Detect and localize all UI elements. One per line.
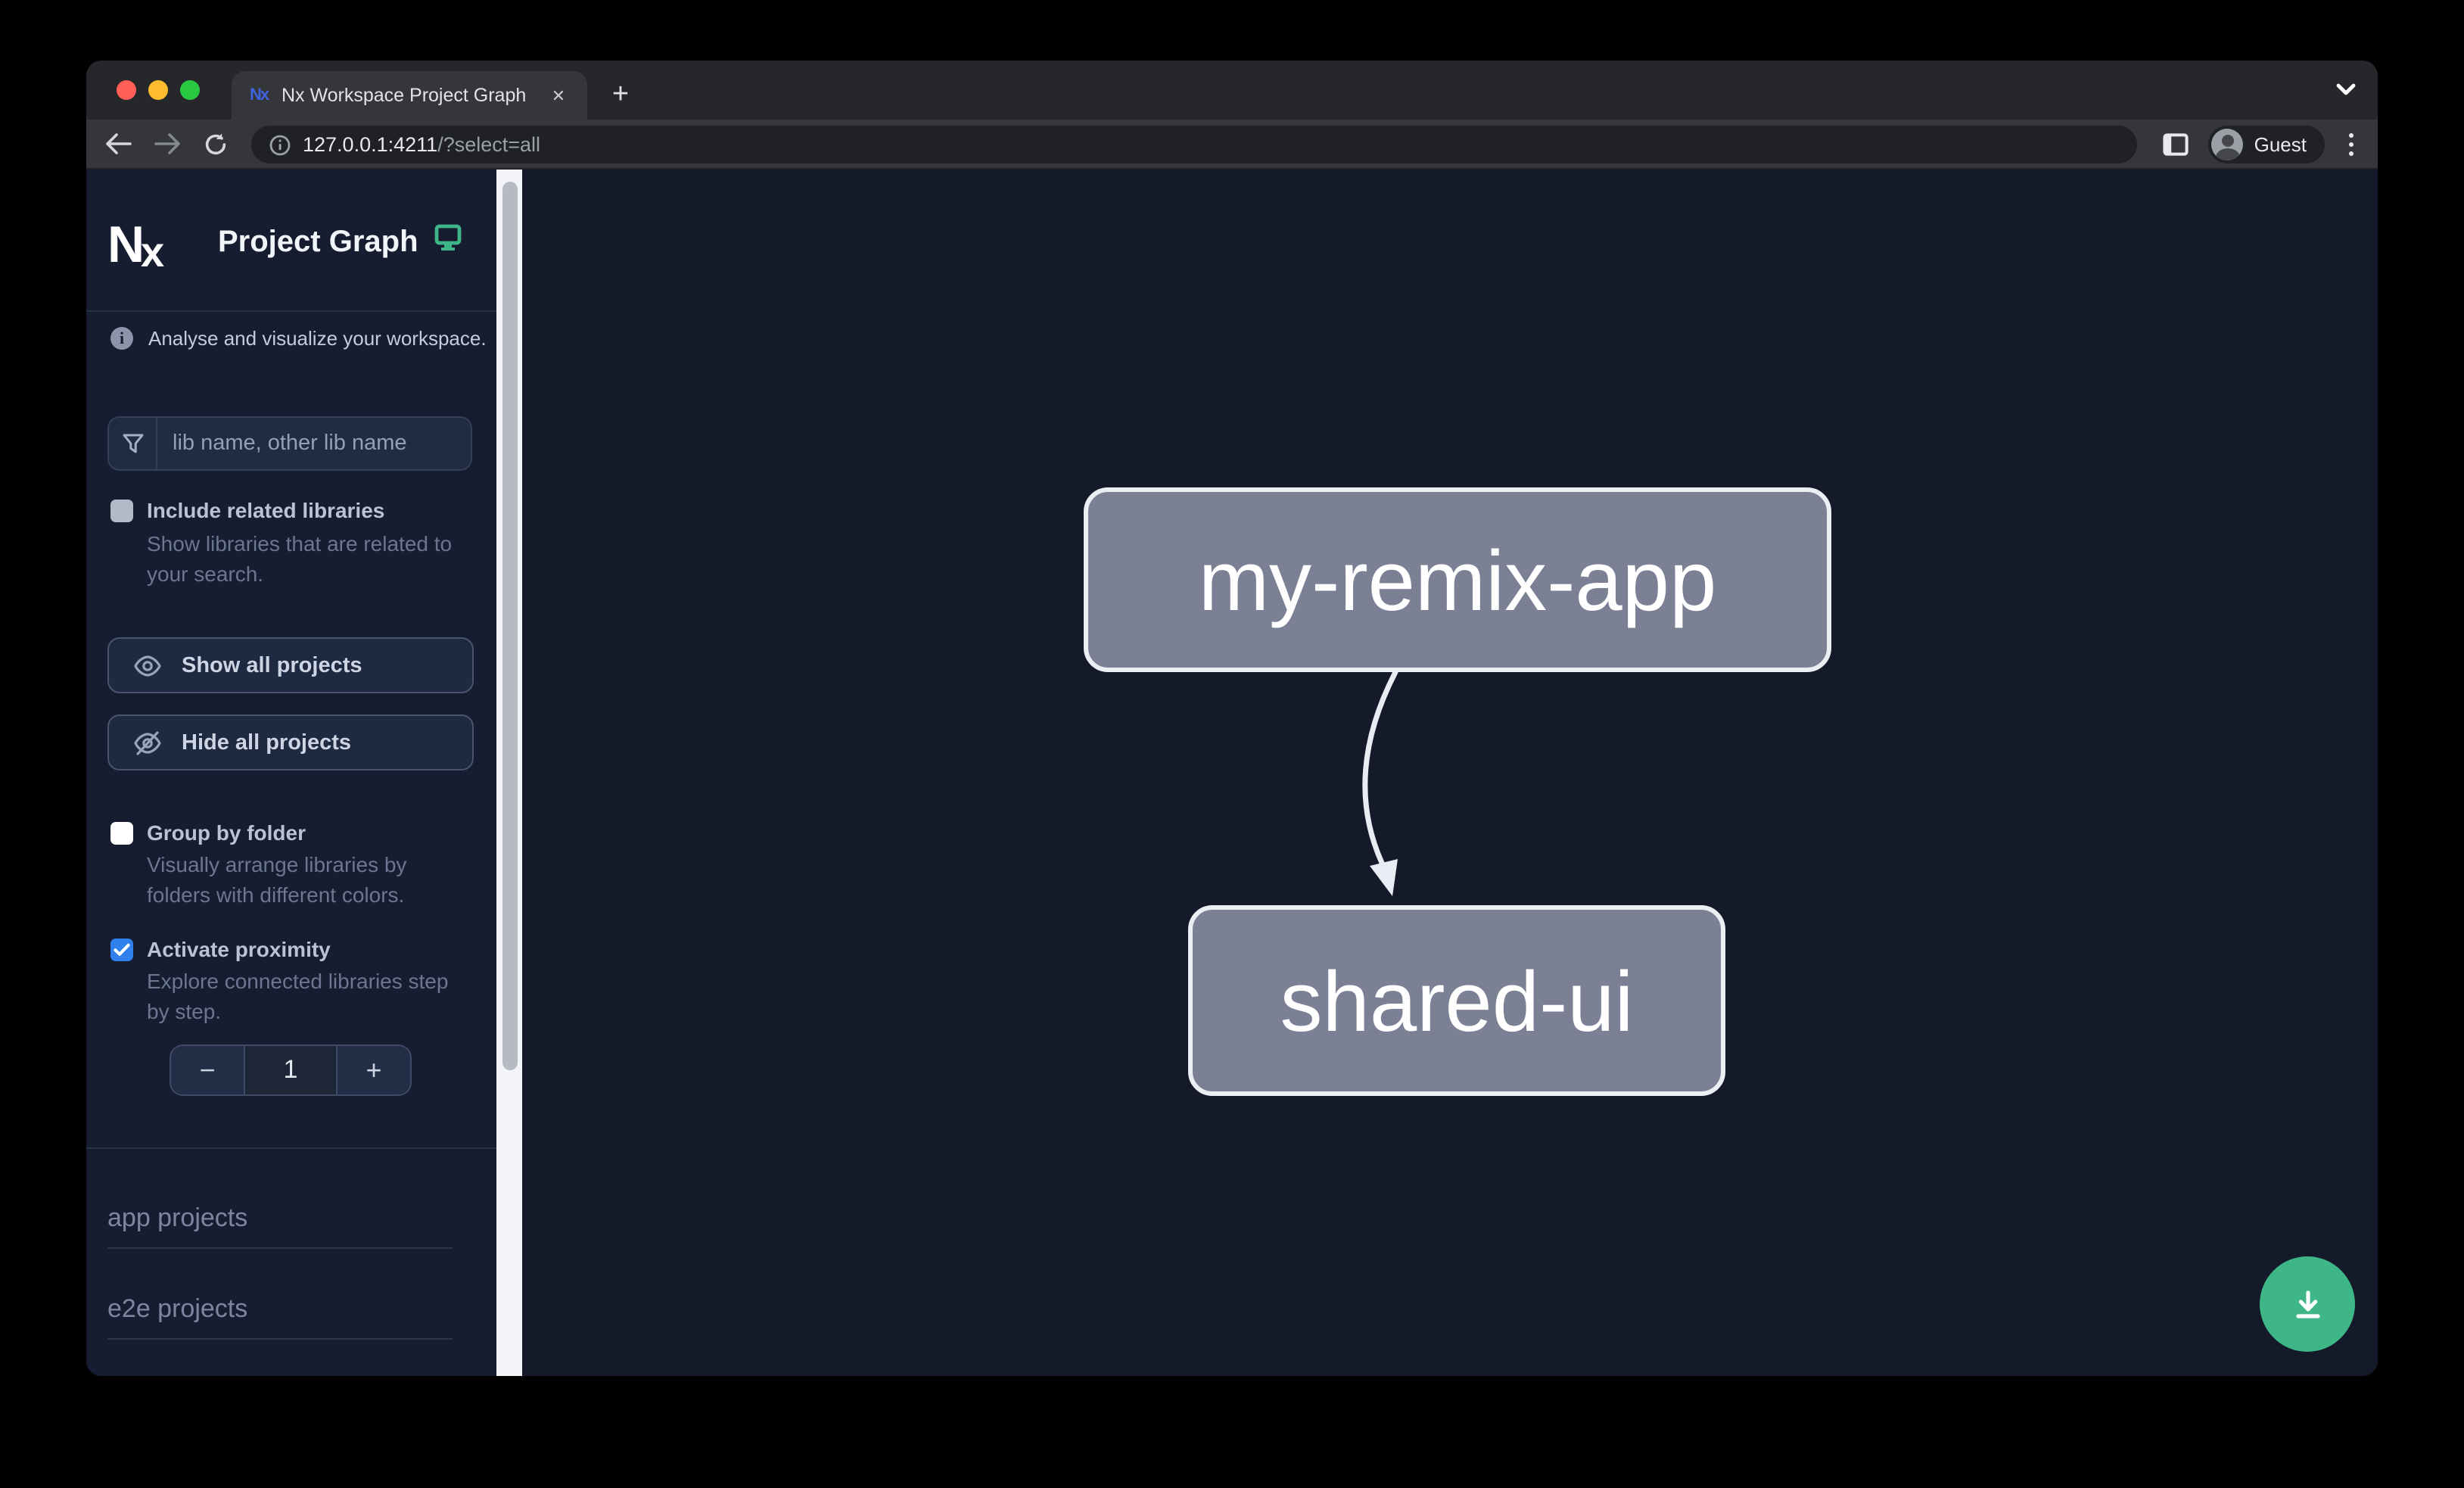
forward-button[interactable] bbox=[148, 124, 188, 163]
tagline: Analyse and visualize your workspace. bbox=[148, 327, 487, 350]
section-e2e-projects: e2e projects bbox=[107, 1294, 453, 1340]
side-panel-button[interactable] bbox=[2156, 125, 2195, 164]
node-my-remix-app[interactable]: my-remix-app bbox=[1084, 487, 1831, 672]
arrowhead-icon bbox=[1370, 859, 1398, 896]
hide-all-projects-button[interactable]: Hide all projects bbox=[107, 714, 474, 770]
chevron-down-icon[interactable] bbox=[2335, 82, 2357, 97]
decrement-button[interactable]: − bbox=[171, 1046, 244, 1094]
browser-menu-button[interactable] bbox=[2338, 128, 2363, 161]
profile-button[interactable]: Guest bbox=[2208, 126, 2325, 163]
browser-toolbar: 127.0.0.1:4211/?select=all Guest bbox=[86, 120, 2378, 170]
svg-text:x: x bbox=[141, 228, 164, 271]
close-window-button[interactable] bbox=[116, 79, 135, 99]
tab-close-icon[interactable]: ✕ bbox=[551, 87, 566, 105]
browser-tab[interactable]: Nx Nx Workspace Project Graph ✕ bbox=[232, 71, 587, 120]
eye-off-icon bbox=[134, 730, 161, 755]
page-title: Project Graph bbox=[218, 226, 418, 259]
workspace-info-row: i Analyse and visualize your workspace. bbox=[110, 327, 487, 350]
back-button[interactable] bbox=[98, 124, 138, 163]
proximity-value: 1 bbox=[244, 1046, 338, 1094]
header-divider bbox=[86, 310, 496, 312]
address-bar[interactable]: 127.0.0.1:4211/?select=all bbox=[251, 126, 2137, 163]
section-app-projects: app projects bbox=[107, 1203, 453, 1249]
page-content: N x Project Graph i Analyse and visualiz… bbox=[86, 170, 2378, 1376]
increment-button[interactable]: + bbox=[338, 1046, 410, 1094]
download-icon bbox=[2295, 1290, 2319, 1318]
eye-icon bbox=[134, 655, 161, 676]
url-host: 127.0.0.1:4211 bbox=[303, 133, 438, 156]
tab-bar: Nx Nx Workspace Project Graph ✕ + bbox=[86, 61, 2378, 120]
reload-button[interactable] bbox=[195, 124, 235, 163]
include-related-checkbox[interactable] bbox=[110, 500, 133, 522]
group-by-folder-label: Group by folder bbox=[147, 820, 306, 845]
edge-my-remix-app-to-shared-ui bbox=[1362, 669, 1398, 896]
minimize-window-button[interactable] bbox=[148, 79, 167, 99]
node-label: shared-ui bbox=[1280, 953, 1634, 1048]
rankdir-monitor-icon[interactable] bbox=[434, 224, 462, 251]
graph-canvas[interactable]: my-remix-app shared-ui bbox=[522, 170, 2378, 1376]
sidebar-scrollbar[interactable] bbox=[496, 170, 522, 1376]
filter-icon bbox=[109, 418, 157, 469]
new-tab-button[interactable]: + bbox=[611, 79, 630, 111]
info-icon: i bbox=[110, 327, 133, 350]
activate-proximity-description: Explore connected libraries step by step… bbox=[147, 969, 449, 1023]
sidebar: N x Project Graph i Analyse and visualiz… bbox=[86, 170, 496, 1376]
scrollbar-thumb[interactable] bbox=[502, 182, 517, 1070]
node-label: my-remix-app bbox=[1198, 532, 1717, 627]
proximity-stepper: − 1 + bbox=[170, 1044, 412, 1096]
svg-text:N: N bbox=[110, 216, 142, 271]
url-path: /?select=all bbox=[437, 133, 541, 156]
activate-proximity-label: Activate proximity bbox=[147, 937, 331, 961]
group-by-folder-description: Visually arrange libraries by folders wi… bbox=[147, 852, 407, 907]
download-graph-button[interactable] bbox=[2260, 1256, 2355, 1352]
check-icon bbox=[114, 943, 130, 956]
site-info-icon[interactable] bbox=[269, 134, 291, 155]
node-shared-ui[interactable]: shared-ui bbox=[1188, 905, 1725, 1096]
include-related-label: Include related libraries bbox=[147, 498, 385, 522]
search-bar bbox=[107, 416, 472, 471]
profile-label: Guest bbox=[2254, 133, 2307, 156]
zoom-window-button[interactable] bbox=[179, 79, 199, 99]
browser-window: Nx Nx Workspace Project Graph ✕ + bbox=[86, 61, 2378, 1376]
sidebar-divider bbox=[86, 1147, 496, 1149]
search-input[interactable] bbox=[157, 418, 471, 469]
group-by-folder-checkbox[interactable] bbox=[110, 822, 133, 845]
nx-favicon-icon: Nx bbox=[249, 86, 269, 104]
show-all-projects-button[interactable]: Show all projects bbox=[107, 637, 474, 693]
activate-proximity-checkbox[interactable] bbox=[110, 939, 133, 961]
nx-logo-icon: N x bbox=[110, 216, 164, 271]
include-related-description: Show libraries that are related to your … bbox=[147, 531, 453, 586]
avatar-icon bbox=[2211, 129, 2244, 160]
tab-title: Nx Workspace Project Graph bbox=[282, 85, 527, 106]
